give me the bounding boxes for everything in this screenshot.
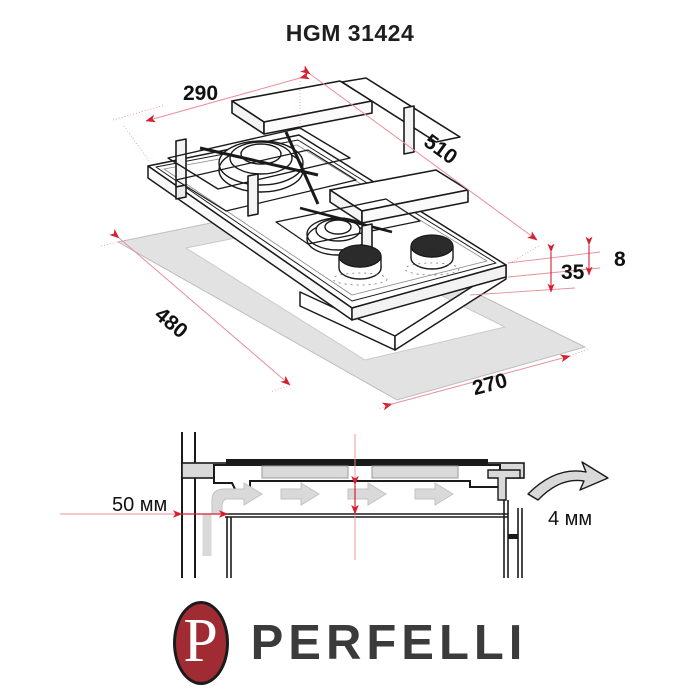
cabinet (225, 500, 523, 578)
dimension-label-35: 35 (561, 261, 585, 284)
logo-wordmark: PERFELLI (250, 616, 528, 670)
logo-letter-p: P (183, 607, 218, 675)
dimension-label-8: 8 (614, 248, 626, 271)
page-title: HGM 31424 (285, 20, 415, 46)
logo-mark-icon: P (172, 601, 229, 685)
control-knob-left[interactable] (332, 244, 388, 286)
ventilation-callout-arrow (527, 461, 609, 501)
dimension-lines (100, 65, 601, 411)
wall (181, 432, 196, 578)
brand-logo: P PERFELLI (0, 600, 700, 686)
section-dimension-lines (60, 434, 359, 560)
airflow-arrows (202, 482, 454, 556)
dimension-label-4mm: 4 мм (548, 508, 593, 530)
control-knob-right[interactable] (404, 234, 460, 276)
dimension-label-50mm: 50 мм (112, 494, 168, 516)
dimension-label-290: 290 (183, 82, 219, 105)
